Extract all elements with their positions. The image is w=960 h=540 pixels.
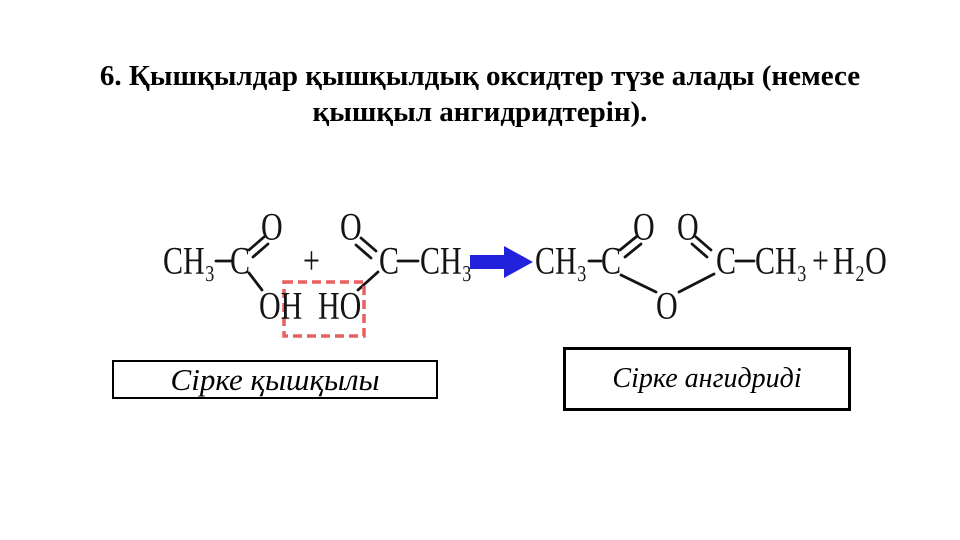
- plus-sign: +: [812, 239, 829, 283]
- bond-line: [247, 271, 264, 292]
- atom-o-bridge: O: [656, 284, 678, 328]
- atom-ch3: CH₃: [535, 239, 588, 283]
- bond-line: [690, 242, 709, 259]
- label-acetic-anhydride: Сірке ангидриді: [612, 363, 802, 394]
- acetic-anhydride-bonds: [587, 235, 756, 294]
- bond-line: [247, 235, 266, 252]
- slide-title-line1: 6. Қышқылдар қышқылдық оксидтер түзе ала…: [99, 60, 861, 92]
- atom-ch3: CH₃: [163, 239, 216, 283]
- atom-o: O: [261, 205, 283, 249]
- reaction-arrow-icon: [470, 246, 533, 278]
- atom-c: C: [716, 239, 737, 283]
- slide-title-line2: қышқыл ангидридтерін).: [312, 96, 648, 128]
- atom-c: C: [379, 239, 400, 283]
- bond-line: [619, 273, 658, 294]
- bond-line: [354, 243, 373, 260]
- bond-line: [356, 270, 380, 292]
- atom-h2o: H₂O: [833, 239, 887, 283]
- bond-line: [677, 272, 716, 294]
- atom-o: O: [677, 205, 699, 249]
- atom-o: O: [340, 205, 362, 249]
- atom-ch3: CH₃: [420, 239, 473, 283]
- atom-ch3: CH₃: [755, 239, 808, 283]
- atom-ho: HO: [318, 284, 362, 328]
- label-acetic-acid: Сірке қышқылы: [170, 361, 380, 397]
- bond-line: [694, 235, 713, 252]
- label-box-acetic-anhydride: Сірке ангидриді: [563, 347, 851, 411]
- slide-title: 6. Қышқылдар қышқылдық оксидтер түзе ала…: [0, 58, 960, 130]
- bond-line: [623, 242, 643, 259]
- highlight-dashed-box: [282, 280, 366, 338]
- atom-c: C: [230, 239, 251, 283]
- atom-c: C: [601, 239, 622, 283]
- acetic-acid-2-bonds: [354, 236, 420, 292]
- acetic-acid-1-bonds: [214, 235, 270, 292]
- atom-o: O: [633, 205, 655, 249]
- bond-line: [359, 236, 378, 253]
- atom-oh: OH: [259, 284, 303, 328]
- bond-line: [618, 235, 638, 252]
- plus-sign: +: [303, 239, 320, 283]
- bond-line: [251, 242, 270, 259]
- label-box-acetic-acid: Сірке қышқылы: [112, 360, 438, 399]
